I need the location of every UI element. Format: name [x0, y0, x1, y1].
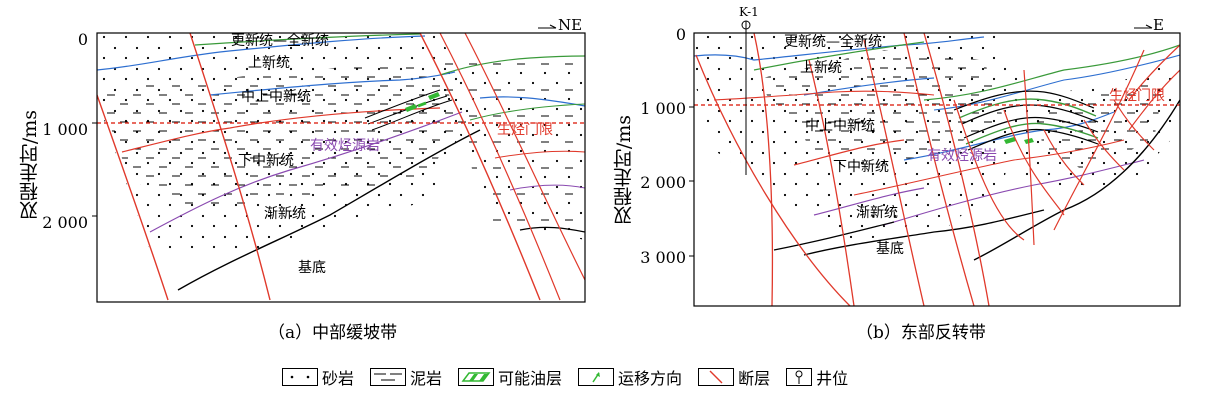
label-quaternary-a: 更新统—全新统 [231, 32, 329, 49]
label-source-rock-b: 有效烃源岩 [927, 148, 997, 164]
depth-tick-0-b: 0 [676, 25, 686, 44]
legend-item-fault: 断层 [698, 365, 770, 389]
legend-label-well: 井位 [816, 369, 849, 388]
direction-b: E [1153, 16, 1164, 34]
mudstone-swatch [370, 368, 407, 386]
direction-a: NE [558, 16, 582, 34]
depth-tick-2000-a: 2 000 [42, 213, 88, 232]
caption-a: （a）中部缓坡带 [268, 323, 398, 343]
section-a: 0 1 000 2 000 NE 更新统—全新统 上新统 中上中新统 生烃门限 … [42, 16, 586, 303]
label-basement-b: 基底 [876, 240, 904, 257]
legend-item-migration: 运移方向 [578, 365, 682, 389]
caption-b: （b）东部反转带 [856, 323, 986, 343]
label-source-rock-a: 有效烃源岩 [310, 138, 380, 154]
legend-item-well: 井位 [786, 365, 848, 389]
legend-item-oil-layer: 可能油层 [458, 365, 562, 389]
legend-label-sandstone: 砂岩 [322, 369, 355, 388]
label-mid-upper-miocene-b: 中上中新统 [805, 118, 875, 134]
depth-tick-1000-a: 1 000 [42, 120, 88, 139]
well-name-b: K-1 [739, 5, 759, 19]
depth-tick-1000-b: 1 000 [640, 99, 686, 118]
label-mid-upper-miocene-a: 中上中新统 [241, 89, 311, 105]
legend-label-fault: 断层 [738, 369, 771, 388]
label-quaternary-b: 更新统—全新统 [784, 33, 882, 50]
label-oligocene-b: 渐新统 [856, 205, 898, 221]
well-icon [786, 368, 813, 386]
legend: 砂岩 泥岩 可能油层 运移方向 断层 井位 [282, 364, 848, 390]
section-b: 0 1 000 2 000 3 000 K-1 E 更新统—全新统 上新统 中上… [640, 5, 1181, 307]
label-oil-window-a: 生烃门限 [497, 122, 553, 138]
sandstone-swatch [282, 368, 318, 386]
label-oil-window-b: 生烃门限 [1109, 88, 1165, 104]
legend-label-oil-layer: 可能油层 [498, 369, 563, 388]
depth-tick-2000-b: 2 000 [640, 173, 686, 192]
label-oligocene-a: 渐新统 [264, 206, 306, 222]
label-basement-a: 基底 [298, 259, 326, 276]
frame-b [693, 32, 1181, 307]
well-k1 [741, 20, 751, 175]
label-lower-miocene-a: 下中新统 [238, 153, 294, 169]
legend-label-mudstone: 泥岩 [410, 369, 443, 388]
label-upper-pliocene-b: 上新统 [800, 60, 842, 76]
label-lower-miocene-b: 下中新统 [833, 159, 889, 175]
frame-a [96, 32, 586, 303]
depth-tick-3000-b: 3 000 [640, 248, 686, 267]
section-a-strata [97, 33, 585, 301]
label-upper-pliocene-a: 上新统 [248, 55, 290, 71]
fault-line-icon [698, 368, 735, 386]
depth-tick-0-a: 0 [78, 30, 88, 49]
migration-arrow-icon [578, 368, 615, 386]
oil-layer-swatch [458, 368, 495, 386]
legend-label-migration: 运移方向 [618, 369, 683, 388]
section-b-strata [694, 33, 1180, 306]
legend-item-sandstone: 砂岩 [282, 365, 354, 389]
legend-item-mudstone: 泥岩 [370, 365, 442, 389]
